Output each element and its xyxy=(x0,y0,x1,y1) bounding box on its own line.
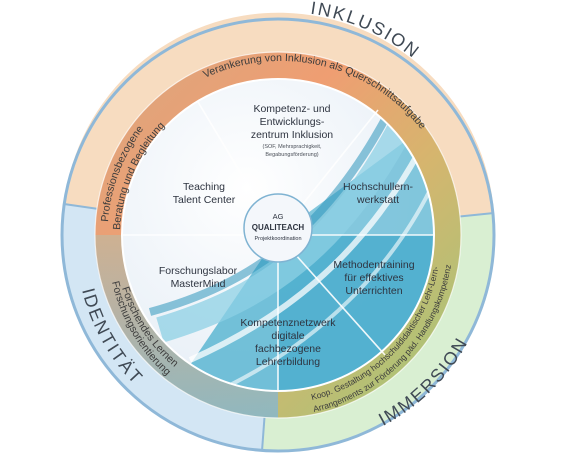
segment-forschungslabor: Forschungslabor MasterMind xyxy=(159,265,238,290)
methoden-label-3: Unterrichten xyxy=(345,285,402,297)
kompetenz-label-2: Entwicklungs- xyxy=(260,116,325,128)
kompetenz-sub-1: (SOF, Mehrsprachigkeit, xyxy=(263,144,322,150)
netz-label-1: Kompetenznetzwerk xyxy=(240,317,336,329)
hochschul-label-2: werkstatt xyxy=(356,194,399,206)
segment-kompetenzzentrum: Kompetenz- und Entwicklungs- zentrum Ink… xyxy=(251,103,333,158)
netz-label-4: Lehrerbildung xyxy=(256,356,320,368)
methoden-label-2: für effektives xyxy=(344,272,403,284)
segment-teaching-talent-center: Teaching Talent Center xyxy=(173,181,236,206)
segment-methodentraining: Methodentraining für effektives Unterric… xyxy=(333,259,414,297)
segment-hochschullernwerkstatt: Hochschullern- werkstatt xyxy=(343,181,414,206)
labor-label-1: Forschungslabor xyxy=(159,265,238,277)
center-line1: AG xyxy=(273,212,284,221)
hochschul-label-1: Hochschullern- xyxy=(343,181,414,193)
center-node: AG QUALITEACH Projektkoordination xyxy=(243,193,313,263)
kompetenz-label-3: zentrum Inklusion xyxy=(251,129,333,141)
labor-label-2: MasterMind xyxy=(171,278,226,290)
kompetenz-label-1: Kompetenz- und xyxy=(253,103,330,115)
center-line2: QUALITEACH xyxy=(252,223,305,232)
center-line3: Projektkoordination xyxy=(254,236,301,242)
segment-kompetenznetzwerk: Kompetenznetzwerk digitale fachbezogene … xyxy=(240,317,336,368)
talent-label-1: Teaching xyxy=(183,181,225,193)
methoden-label-1: Methodentraining xyxy=(333,259,414,271)
talent-label-2: Talent Center xyxy=(173,194,236,206)
kompetenz-sub-2: Begabungsförderung) xyxy=(265,152,318,158)
netz-label-3: fachbezogene xyxy=(255,343,321,355)
netz-label-2: digitale xyxy=(271,330,304,342)
